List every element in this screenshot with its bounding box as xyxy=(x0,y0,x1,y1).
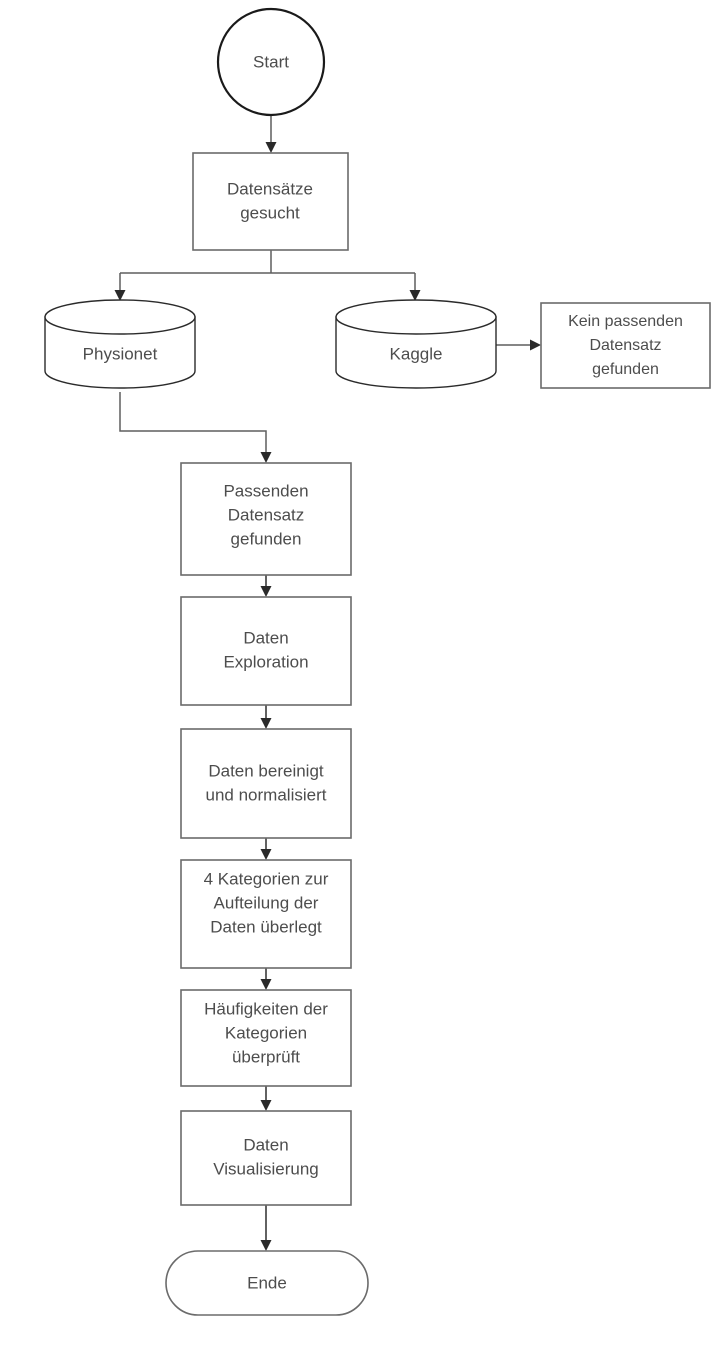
node-kaggle[interactable]: Kaggle xyxy=(335,299,497,389)
node-kategorien-line1: 4 Kategorien zur xyxy=(204,869,329,888)
node-daten-bereinigt-line1: Daten bereinigt xyxy=(208,761,324,780)
node-start-label: Start xyxy=(253,52,289,71)
node-daten-exploration[interactable]: Daten Exploration xyxy=(180,596,352,706)
node-kategorien-line2: Aufteilung der xyxy=(214,893,319,912)
edge-passenden-to-exploration xyxy=(260,575,272,597)
node-daten-visualisierung-line2: Visualisierung xyxy=(213,1159,319,1178)
node-haeufigkeiten-line3: überprüft xyxy=(232,1047,300,1066)
node-daten-bereinigt[interactable]: Daten bereinigt und normalisiert xyxy=(180,728,352,839)
node-daten-exploration-line2: Exploration xyxy=(223,652,308,671)
edge-visualisierung-to-ende xyxy=(260,1205,272,1251)
node-passenden-line3: gefunden xyxy=(231,529,302,548)
node-daten-visualisierung-line1: Daten xyxy=(243,1135,288,1154)
node-daten-visualisierung[interactable]: Daten Visualisierung xyxy=(180,1110,352,1206)
node-physionet[interactable]: Physionet xyxy=(44,299,196,389)
node-passenden-line2: Datensatz xyxy=(228,505,305,524)
node-kein-passender-datensatz[interactable]: Kein passenden Datensatz gefunden xyxy=(540,302,711,389)
node-ende-label: Ende xyxy=(247,1273,287,1292)
edge-kaggle-to-kein-passender xyxy=(496,339,541,351)
node-datensaetze-gesucht-line1: Datensätze xyxy=(227,179,313,198)
node-daten-exploration-line1: Daten xyxy=(243,628,288,647)
node-haeufigkeiten-line2: Kategorien xyxy=(225,1023,307,1042)
node-datensaetze-gesucht-line2: gesucht xyxy=(240,203,300,222)
node-physionet-label: Physionet xyxy=(83,344,158,363)
node-passenden-datensatz-gefunden[interactable]: Passenden Datensatz gefunden xyxy=(180,462,352,576)
edge-physionet-to-passenden xyxy=(119,392,272,463)
edge-start-to-datensaetze xyxy=(265,112,277,153)
node-kaggle-label: Kaggle xyxy=(390,344,443,363)
edge-split-to-physionet xyxy=(114,273,126,301)
node-kategorien-ueberlegt[interactable]: 4 Kategorien zur Aufteilung der Daten üb… xyxy=(180,859,352,969)
node-passenden-line1: Passenden xyxy=(223,481,308,500)
node-kein-passender-line2: Datensatz xyxy=(589,337,661,354)
edge-bereinigt-to-kategorien xyxy=(260,838,272,860)
node-haeufigkeiten-kategorien[interactable]: Häufigkeiten der Kategorien überprüft xyxy=(180,989,352,1087)
edge-exploration-to-bereinigt xyxy=(260,705,272,729)
node-daten-bereinigt-line2: und normalisiert xyxy=(206,785,327,804)
node-kein-passender-line1: Kein passenden xyxy=(568,313,683,330)
edge-split-to-kaggle xyxy=(409,273,421,301)
node-haeufigkeiten-line1: Häufigkeiten der xyxy=(204,999,328,1018)
node-ende[interactable]: Ende xyxy=(165,1250,369,1316)
edge-datensaetze-split-bus xyxy=(120,250,415,274)
node-kein-passender-line3: gefunden xyxy=(592,361,659,378)
node-start[interactable]: Start xyxy=(216,7,326,117)
edge-haeufigkeiten-to-visualisierung xyxy=(260,1086,272,1111)
node-datensaetze-gesucht[interactable]: Datensätze gesucht xyxy=(192,152,349,251)
node-kategorien-line3: Daten überlegt xyxy=(210,917,322,936)
edge-kategorien-to-haeufigkeiten xyxy=(260,968,272,990)
